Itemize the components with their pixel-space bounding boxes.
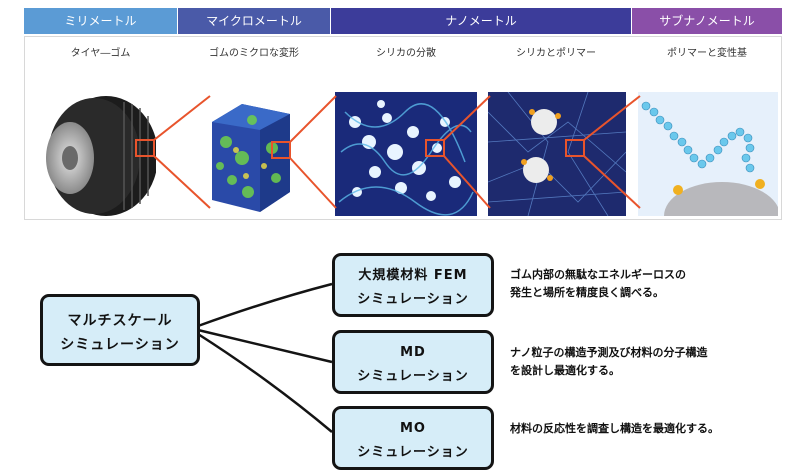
md-desc-line1: ナノ粒子の構造予測及び材料の分子構造 xyxy=(510,346,708,359)
md-desc-line2: を設計し最適化する。 xyxy=(510,364,620,377)
label-polymer-modifier: ポリマーと変性基 xyxy=(667,48,747,59)
scale-subnanometer: サブナノメートル xyxy=(632,8,782,34)
fem-box-line2: シミュレーション xyxy=(357,292,469,307)
micro-cube-image xyxy=(202,96,294,214)
fem-desc-line1: ゴム内部の無駄なエネルギーロスの xyxy=(510,268,686,281)
silica-polymer-image xyxy=(488,92,626,216)
tire-image xyxy=(36,92,156,216)
md-description: ナノ粒子の構造予測及び材料の分子構造 を設計し最適化する。 xyxy=(510,344,780,380)
label-silica-polymer: シリカとポリマー xyxy=(516,48,596,59)
fem-box-line1: 大規模材料 FEM xyxy=(358,268,468,283)
label-tire-rubber: タイヤ―ゴム xyxy=(70,48,131,59)
scale-micrometer: マイクロメートル xyxy=(178,8,330,34)
main-box-line2: シミュレーション xyxy=(60,337,180,353)
md-box-line1: MD xyxy=(400,345,426,360)
mo-simulation-box: MO シミュレーション xyxy=(332,406,494,470)
tree-connectors xyxy=(197,282,333,433)
md-box-line2: シミュレーション xyxy=(357,369,469,384)
scale-nanometer: ナノメートル xyxy=(331,8,631,34)
fem-description: ゴム内部の無駄なエネルギーロスの 発生と場所を精度良く調べる。 xyxy=(510,266,780,302)
fem-desc-line2: 発生と場所を精度良く調べる。 xyxy=(510,286,664,299)
mo-box-line1: MO xyxy=(400,421,426,436)
mo-desc-line1: 材料の反応性を調査し構造を最適化する。 xyxy=(510,422,719,435)
polymer-modifier-image xyxy=(638,92,778,216)
label-rubber-micro-deformation: ゴムのミクロな変形 xyxy=(209,48,299,59)
mo-description: 材料の反応性を調査し構造を最適化する。 xyxy=(510,420,785,438)
image-panel-frame xyxy=(24,36,782,220)
scale-millimeter: ミリメートル xyxy=(24,8,177,34)
fem-simulation-box: 大規模材料 FEM シミュレーション xyxy=(332,253,494,317)
silica-dispersion-image xyxy=(335,92,477,216)
label-silica-dispersion: シリカの分散 xyxy=(376,48,436,59)
md-simulation-box: MD シミュレーション xyxy=(332,330,494,394)
multiscale-simulation-box: マルチスケール シミュレーション xyxy=(40,294,200,366)
main-box-line1: マルチスケール xyxy=(67,313,173,329)
mo-box-line2: シミュレーション xyxy=(357,445,469,460)
